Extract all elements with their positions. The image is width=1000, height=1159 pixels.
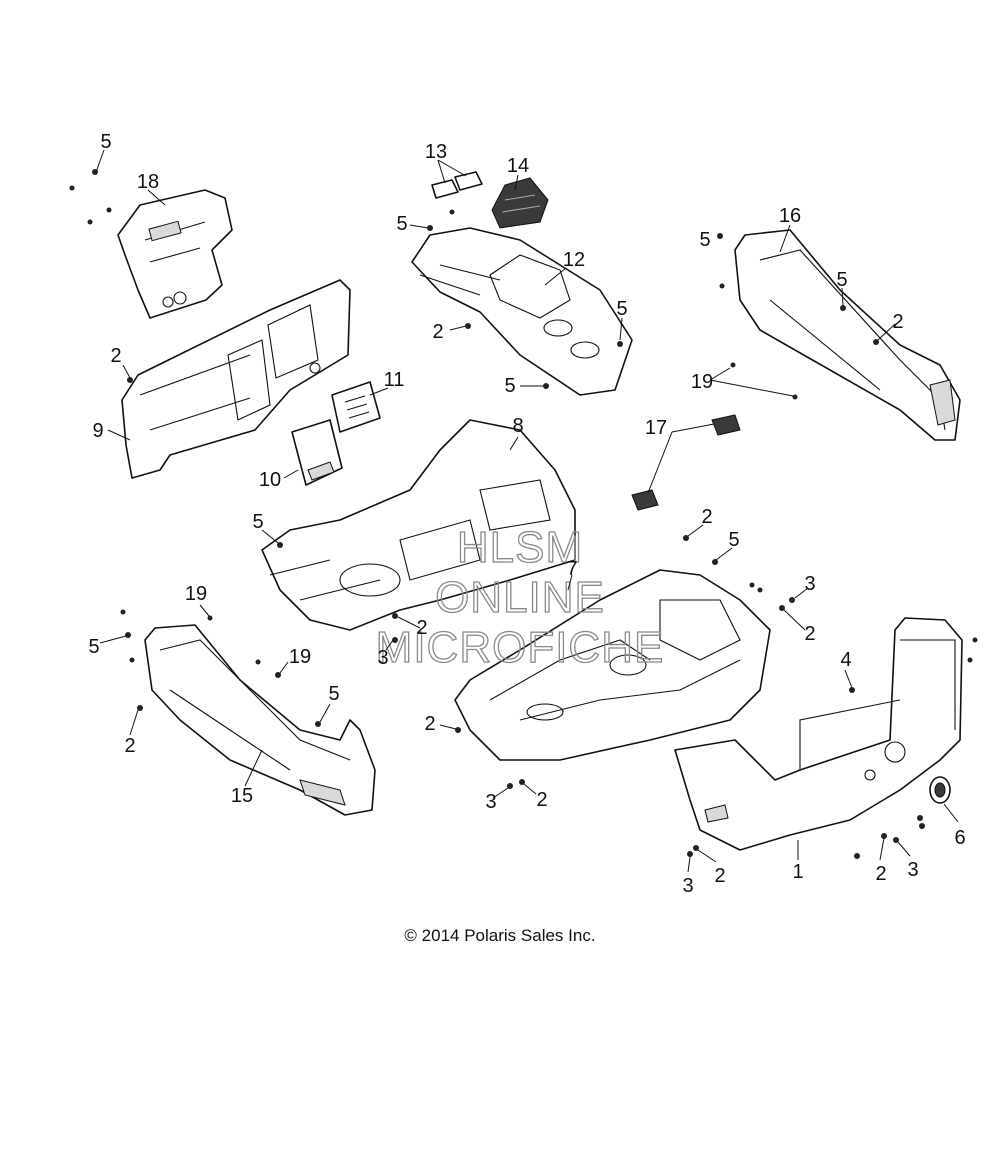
callout-3: 3 [485, 791, 496, 813]
callout-16: 16 [779, 205, 801, 227]
callout-5: 5 [252, 511, 263, 533]
part-16-right-side-panel [734, 229, 961, 441]
callout-5: 5 [504, 375, 515, 397]
part-10-small-panel [291, 419, 343, 486]
callout-5: 5 [328, 683, 339, 705]
callout-labels: 5 18 13 14 5 16 5 2 12 5 5 2 9 11 2 5 19… [88, 131, 965, 897]
svg-text:HLSM: HLSM [457, 523, 583, 572]
fasteners [69, 169, 978, 859]
callout-2: 2 [804, 623, 815, 645]
callout-19: 19 [289, 646, 311, 668]
callout-19: 19 [185, 583, 207, 605]
part-7-front-floor [454, 569, 771, 761]
callout-2: 2 [110, 345, 121, 367]
callout-17: 17 [645, 417, 667, 439]
callout-15: 15 [231, 785, 253, 807]
svg-text:MICROFICHE: MICROFICHE [376, 623, 665, 672]
callout-5: 5 [396, 213, 407, 235]
callout-2: 2 [536, 789, 547, 811]
callout-7: 7 [566, 558, 577, 580]
callout-14: 14 [507, 155, 529, 177]
callout-3: 3 [377, 647, 388, 669]
callout-19: 19 [691, 371, 713, 393]
callout-5: 5 [728, 529, 739, 551]
callout-5: 5 [616, 298, 627, 320]
callout-5: 5 [88, 636, 99, 658]
callout-13: 13 [425, 141, 447, 163]
callout-9: 9 [92, 420, 103, 442]
callout-6: 6 [954, 827, 965, 849]
callout-11: 11 [384, 369, 405, 391]
callout-2: 2 [124, 735, 135, 757]
part-17-clip [631, 414, 741, 511]
part-9-rear-bulkhead-panel [121, 279, 351, 479]
callout-2: 2 [892, 311, 903, 333]
part-15-left-side-panel [144, 624, 376, 816]
callout-2: 2 [416, 617, 427, 639]
callout-2: 2 [714, 865, 725, 887]
watermark: HLSM ONLINE MICROFICHE [375, 522, 665, 672]
callout-3: 3 [682, 875, 693, 897]
part-12-center-console [411, 227, 633, 396]
leader-lines [95, 149, 959, 873]
callout-4: 4 [840, 649, 851, 671]
callout-12: 12 [563, 249, 585, 271]
part-13-bumpers [431, 171, 483, 199]
part-14-shift-boot [491, 177, 549, 229]
callout-3: 3 [804, 573, 815, 595]
part-6-grommet [929, 776, 951, 804]
callout-18: 18 [137, 171, 159, 193]
part-8-mid-floor [261, 419, 576, 631]
part-18-rear-upper-panel [117, 189, 233, 319]
callout-8: 8 [512, 415, 523, 437]
callout-5: 5 [699, 229, 710, 251]
svg-text:ONLINE: ONLINE [435, 573, 605, 622]
callout-5: 5 [100, 131, 111, 153]
callout-2: 2 [701, 506, 712, 528]
callout-2: 2 [424, 713, 435, 735]
part-11-small-panel [331, 381, 381, 433]
copyright-notice: © 2014 Polaris Sales Inc. [404, 926, 596, 945]
callout-1: 1 [792, 861, 803, 883]
callout-10: 10 [259, 469, 281, 491]
callout-5: 5 [836, 269, 847, 291]
callout-3: 3 [907, 859, 918, 881]
callout-2: 2 [432, 321, 443, 343]
part-1-front-floor-firewall [674, 617, 963, 851]
callout-2: 2 [875, 863, 886, 885]
